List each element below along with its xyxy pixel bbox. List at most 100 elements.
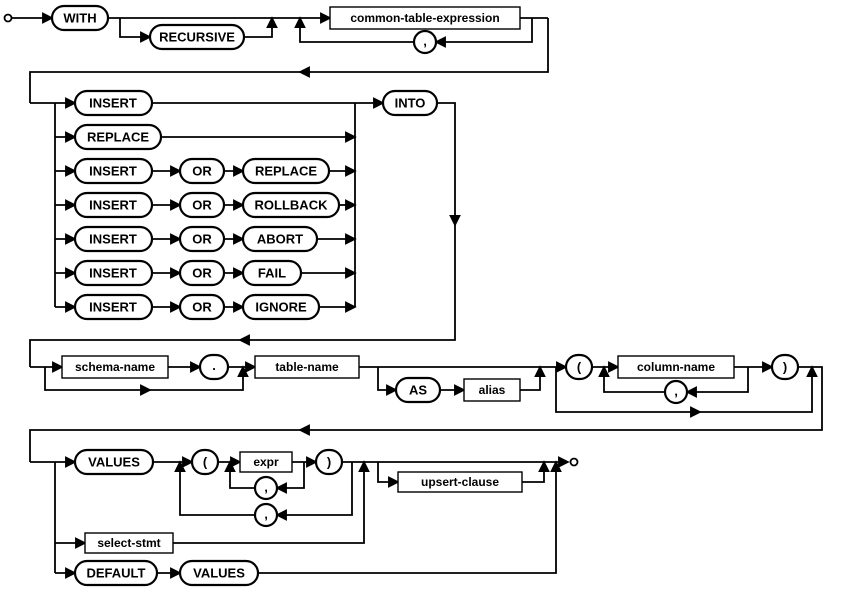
terminal-label: ABORT bbox=[257, 232, 303, 247]
rail-segment bbox=[238, 225, 456, 346]
terminal-label: INSERT bbox=[89, 266, 137, 281]
terminal-insert-3: INSERT bbox=[73, 191, 154, 219]
terminal-rollback: ROLLBACK bbox=[241, 191, 341, 219]
terminal-values-2: VALUES bbox=[178, 559, 260, 587]
terminal-or-2: OR bbox=[178, 191, 226, 219]
terminal-label: , bbox=[264, 507, 268, 522]
terminal-replace-2: REPLACE bbox=[241, 157, 331, 185]
terminal-lparen-columns: ( bbox=[564, 353, 594, 381]
rail-segment bbox=[685, 367, 749, 398]
nonterminal-box[interactable] bbox=[617, 355, 735, 379]
nonterminal-expr[interactable]: expr bbox=[239, 451, 293, 473]
nonterminal-label[interactable]: table-name bbox=[275, 360, 339, 374]
nonterminal-alias[interactable]: alias bbox=[463, 378, 521, 402]
terminal-label: INSERT bbox=[89, 96, 137, 111]
terminal-values-1: VALUES bbox=[73, 448, 155, 476]
terminal-insert-2: INSERT bbox=[73, 157, 154, 185]
rail-segment bbox=[29, 429, 300, 462]
terminal-label: OR bbox=[192, 164, 212, 179]
nonterminal-label[interactable]: schema-name bbox=[75, 360, 155, 374]
terminal-lparen-values: ( bbox=[190, 448, 220, 476]
nonterminal-label[interactable]: column-name bbox=[637, 360, 715, 374]
rail-segment bbox=[258, 460, 562, 574]
terminal-abort: ABORT bbox=[241, 225, 319, 253]
terminal-insert-1: INSERT bbox=[73, 89, 154, 117]
rail-segment bbox=[522, 460, 550, 483]
nonterminal-upsert-clause[interactable]: upsert-clause bbox=[397, 471, 523, 493]
terminal-box bbox=[770, 353, 800, 381]
nonterminal-box[interactable] bbox=[329, 6, 521, 30]
nonterminal-box[interactable] bbox=[397, 471, 523, 493]
rail-segment bbox=[555, 367, 702, 418]
nonterminal-box[interactable] bbox=[61, 355, 169, 379]
nonterminal-label[interactable]: common-table-expression bbox=[350, 11, 499, 25]
terminal-default: DEFAULT bbox=[73, 559, 159, 587]
nonterminal-label[interactable]: select-stmt bbox=[97, 536, 160, 550]
rail-segment bbox=[173, 460, 370, 544]
terminal-label: OR bbox=[192, 266, 212, 281]
terminal-box bbox=[663, 379, 689, 405]
terminal-box bbox=[73, 293, 154, 321]
terminal-dot: . bbox=[198, 353, 230, 381]
terminal-ignore: IGNORE bbox=[241, 293, 321, 321]
nonterminal-label[interactable]: expr bbox=[253, 455, 279, 469]
rail-segment bbox=[29, 339, 240, 367]
nonterminal-table-name[interactable]: table-name bbox=[254, 355, 360, 379]
terminal-box bbox=[394, 376, 442, 404]
terminal-box bbox=[178, 293, 226, 321]
terminal-label: VALUES bbox=[88, 455, 140, 470]
nonterminal-common-table-expression[interactable]: common-table-expression bbox=[329, 6, 521, 30]
rail-segment bbox=[437, 102, 461, 227]
rail-segment bbox=[275, 462, 305, 494]
terminal-or-4: OR bbox=[178, 259, 226, 287]
terminal-label: INTO bbox=[395, 96, 426, 111]
terminal-box bbox=[73, 157, 154, 185]
rail-segment bbox=[298, 366, 823, 436]
terminal-label: , bbox=[674, 384, 678, 399]
terminal-box bbox=[241, 225, 319, 253]
rails bbox=[3, 12, 823, 579]
terminal-label: , bbox=[264, 480, 268, 495]
terminal-as: AS bbox=[394, 376, 442, 404]
terminal-rparen-values: ) bbox=[314, 448, 344, 476]
end-terminator bbox=[569, 457, 579, 467]
terminal-recursive: RECURSIVE bbox=[148, 23, 246, 51]
nonterminal-schema-name[interactable]: schema-name bbox=[61, 355, 169, 379]
nonterminal-box[interactable] bbox=[239, 451, 293, 473]
rail-segment bbox=[150, 365, 249, 391]
nonterminal-column-name[interactable]: column-name bbox=[617, 355, 735, 379]
terminal-or-5: OR bbox=[178, 293, 226, 321]
start-terminator bbox=[3, 13, 13, 23]
terminal-box bbox=[190, 448, 220, 476]
terminal-label: INSERT bbox=[89, 164, 137, 179]
terminal-box bbox=[314, 448, 344, 476]
terminal-label: INSERT bbox=[89, 198, 137, 213]
rail-segment bbox=[275, 462, 353, 521]
terminal-box bbox=[73, 559, 159, 587]
nonterminal-label[interactable]: alias bbox=[479, 383, 506, 397]
terminal-box bbox=[253, 475, 279, 501]
terminal-label: WITH bbox=[63, 11, 96, 26]
nonterminal-box[interactable] bbox=[463, 378, 521, 402]
terminal-box bbox=[178, 259, 226, 287]
terminal-box bbox=[178, 157, 226, 185]
terminal-rparen-columns: ) bbox=[770, 353, 800, 381]
terminal-insert-5: INSERT bbox=[73, 259, 154, 287]
rail-segment bbox=[244, 16, 278, 38]
terminal-label: ) bbox=[783, 360, 787, 375]
nonterminal-box[interactable] bbox=[84, 532, 174, 554]
nonterminal-label[interactable]: upsert-clause bbox=[421, 475, 499, 489]
terminal-label: OR bbox=[192, 198, 212, 213]
terminal-box bbox=[73, 448, 155, 476]
nonterminal-box[interactable] bbox=[254, 355, 360, 379]
terminal-into: INTO bbox=[381, 89, 439, 117]
nonterminal-select-stmt[interactable]: select-stmt bbox=[84, 532, 174, 554]
terminal-box bbox=[381, 89, 439, 117]
rail-segment bbox=[29, 71, 300, 103]
rail-segment bbox=[44, 367, 152, 396]
terminal-label: REPLACE bbox=[255, 164, 317, 179]
terminal-box bbox=[241, 259, 303, 287]
terminal-comma-rows-loop: , bbox=[253, 502, 279, 528]
